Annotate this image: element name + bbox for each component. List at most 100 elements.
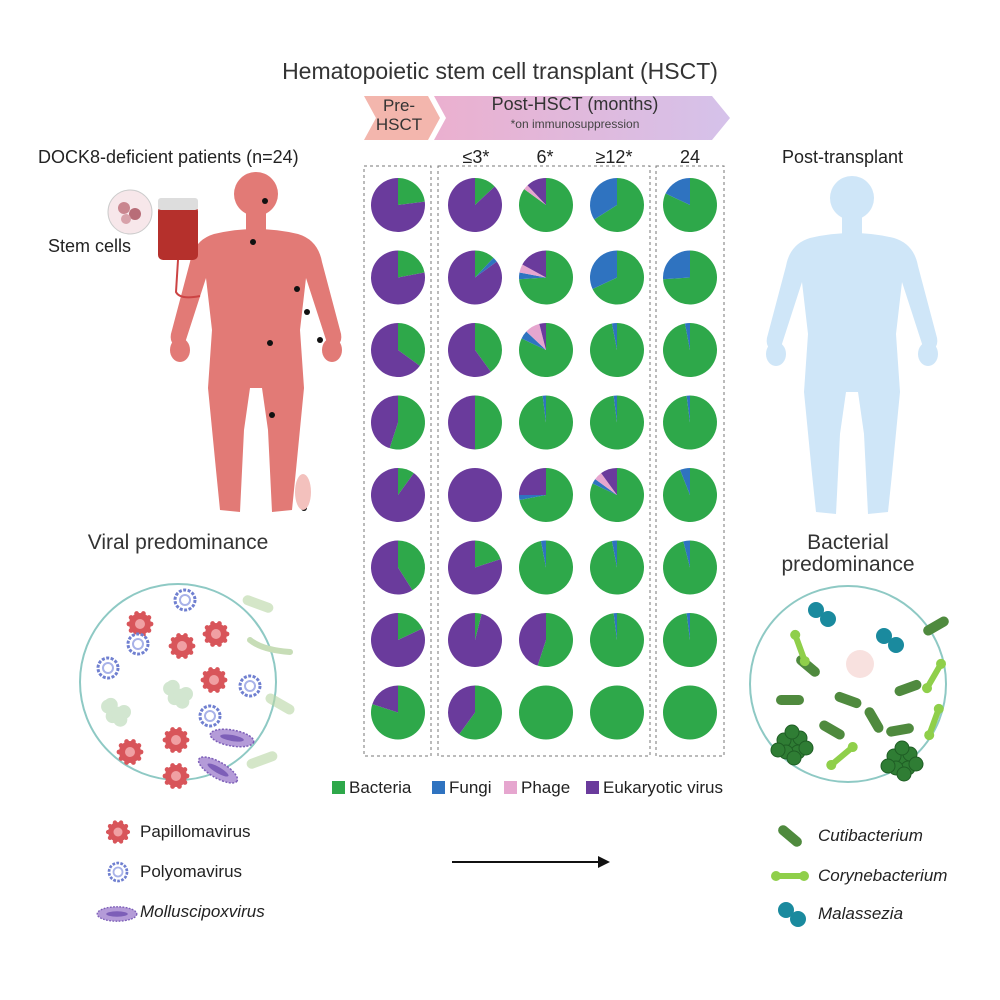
pie-slice bbox=[613, 395, 617, 423]
pie-slice bbox=[594, 178, 644, 232]
pie-slice bbox=[475, 178, 495, 205]
legend-eukaryotic-virus: Eukaryotic virus bbox=[586, 778, 723, 798]
bacterial-cluster-icon bbox=[880, 740, 924, 782]
pie-chart bbox=[590, 685, 644, 740]
pre-hsct-box bbox=[363, 165, 432, 757]
pie-chart bbox=[447, 250, 502, 305]
faded-bacterium-icon bbox=[247, 637, 293, 655]
pie-slice bbox=[398, 540, 426, 591]
pie-slice bbox=[447, 250, 502, 305]
pie-chart bbox=[371, 540, 426, 595]
molluscipoxvirus-key-icon bbox=[96, 906, 138, 922]
pie-slice bbox=[459, 685, 502, 740]
cutibacterium-icon bbox=[834, 691, 862, 709]
pie-chart bbox=[447, 685, 502, 740]
polyomavirus-icon bbox=[96, 656, 120, 680]
pie-chart bbox=[519, 395, 573, 450]
transition-arrow bbox=[452, 856, 610, 868]
papillomavirus-icon bbox=[162, 763, 190, 789]
pie-slice bbox=[613, 613, 617, 640]
pie-slice bbox=[398, 178, 425, 205]
malassezia-icon bbox=[876, 628, 904, 653]
pie-chart bbox=[590, 540, 645, 595]
pie-slice bbox=[448, 468, 502, 522]
pie-slice bbox=[680, 468, 690, 495]
pie-slice bbox=[371, 613, 425, 667]
pie-chart bbox=[519, 250, 573, 305]
papillomavirus-icon bbox=[126, 611, 154, 637]
patients-title: DOCK8-deficient patients (n=24) bbox=[38, 147, 299, 167]
pie-slice bbox=[475, 540, 501, 568]
bacteria-swatch bbox=[332, 781, 345, 794]
timepoint-label: 6* bbox=[536, 147, 554, 167]
bacterial-community bbox=[770, 602, 949, 782]
pie-slice bbox=[663, 250, 717, 305]
pie-slice bbox=[595, 473, 617, 495]
key-polyomavirus: Polyomavirus bbox=[140, 862, 243, 881]
pie-slice bbox=[519, 468, 573, 522]
pie-slice bbox=[398, 613, 423, 640]
figure-title: Hematopoietic stem cell transplant (HSCT… bbox=[282, 58, 718, 84]
pie-slice bbox=[663, 250, 690, 280]
pie-grid bbox=[371, 178, 718, 740]
pie-chart bbox=[589, 250, 644, 305]
pie-slice bbox=[448, 323, 491, 378]
pie-slice bbox=[527, 178, 546, 205]
viral-predominance-label: Viral predominance bbox=[87, 531, 269, 554]
cutibacterium-icon bbox=[776, 695, 804, 705]
papillomavirus-icon bbox=[162, 727, 190, 753]
post-hsct-label: Post-HSCT (months) bbox=[491, 94, 659, 114]
pie-chart bbox=[663, 613, 717, 667]
malassezia-icon bbox=[808, 602, 836, 627]
pie-slice bbox=[542, 395, 546, 423]
eukaryotic-virus-swatch bbox=[586, 781, 599, 794]
stem-cells-label: Stem cells bbox=[48, 236, 132, 256]
legend-label: Bacteria bbox=[349, 778, 412, 797]
faded-virion-icon bbox=[163, 679, 193, 709]
legend-phage: Phage bbox=[504, 778, 570, 798]
faded-bacterium-icon bbox=[265, 693, 295, 715]
pie-slice bbox=[540, 540, 546, 568]
pie-slice bbox=[519, 540, 574, 595]
pie-chart bbox=[590, 323, 644, 377]
pie-slice bbox=[537, 613, 573, 667]
post-transplant-body bbox=[766, 176, 938, 514]
pie-slice bbox=[398, 468, 414, 495]
legend-label: Eukaryotic virus bbox=[603, 778, 723, 797]
timepoint-label: ≥12* bbox=[595, 147, 633, 167]
pie-chart bbox=[519, 685, 573, 740]
papillomavirus-icon bbox=[202, 621, 230, 647]
molluscipoxvirus-icon bbox=[209, 728, 255, 748]
polyomavirus-icon bbox=[238, 674, 262, 698]
corynebacterium-icon bbox=[922, 658, 946, 694]
pie-slice bbox=[522, 250, 546, 278]
pie-slice bbox=[592, 250, 644, 305]
pie-chart bbox=[371, 178, 426, 232]
pie-slice bbox=[665, 178, 690, 205]
pie-slice bbox=[519, 468, 546, 495]
pie-slice bbox=[611, 323, 617, 350]
pie-chart bbox=[519, 468, 573, 522]
pie-chart bbox=[589, 178, 644, 232]
pie-slice bbox=[683, 540, 690, 568]
pie-slice bbox=[686, 613, 690, 640]
timepoint-label: ≤3* bbox=[462, 147, 490, 167]
legend-label: Phage bbox=[521, 778, 571, 797]
pie-chart bbox=[590, 395, 644, 450]
pie-slice bbox=[371, 178, 426, 232]
pie-chart bbox=[663, 250, 717, 305]
pie-slice bbox=[448, 540, 503, 595]
polyomavirus-key-icon bbox=[107, 861, 129, 883]
polyomavirus-icon bbox=[173, 588, 197, 612]
papillomavirus-icon bbox=[168, 633, 196, 659]
pie-slice bbox=[519, 685, 573, 740]
pie-slice bbox=[448, 178, 503, 232]
pie-slice bbox=[475, 250, 494, 278]
timepoint-label: 24 bbox=[679, 147, 701, 167]
pie-slice bbox=[524, 185, 546, 205]
pie-slice bbox=[475, 257, 497, 278]
pie-chart bbox=[371, 468, 426, 523]
pie-slice bbox=[526, 323, 546, 350]
pie-slice bbox=[389, 395, 425, 450]
